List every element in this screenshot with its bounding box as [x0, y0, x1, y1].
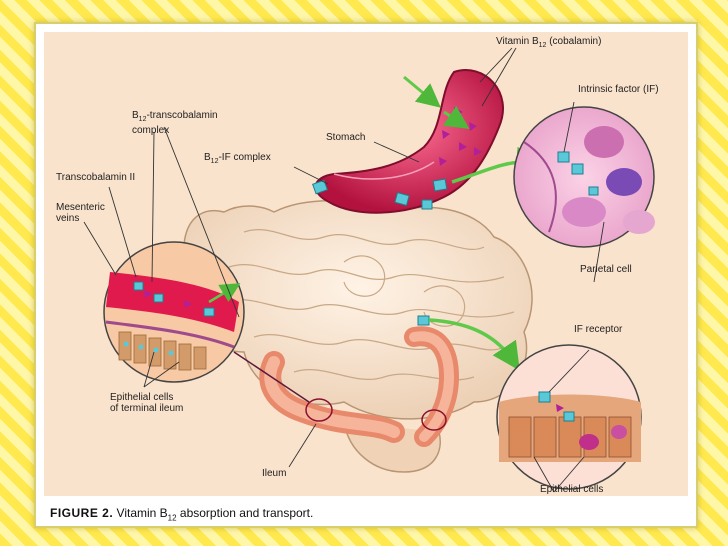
mesenteric-magnified: [103, 241, 310, 403]
label-transcobalamin-ii: Transcobalamin II: [56, 172, 136, 183]
ileum-tube: [259, 326, 460, 447]
label-stomach: Stomach: [326, 132, 366, 143]
caption-subscript: 12: [167, 513, 177, 523]
caption-figure-label: FIGURE 2.: [50, 506, 114, 520]
b12-if-complexes: [312, 178, 448, 326]
caption-text-before: Vitamin B: [116, 506, 168, 520]
figure-caption: FIGURE 2. Vitamin B12 absorption and tra…: [50, 506, 313, 522]
label-ileum: Ileum: [262, 468, 287, 479]
label-intrinsic-factor: Intrinsic factor (IF): [578, 84, 659, 95]
figure-panel: Vitamin B12 (cobalamin) Intrinsic factor…: [44, 32, 688, 496]
if-receptor-magnified: [496, 344, 642, 490]
transport-arrows: [403, 75, 545, 371]
label-b12-if-complex: B12-IF complex: [204, 152, 271, 165]
slide: Vitamin B12 (cobalamin) Intrinsic factor…: [34, 22, 698, 528]
label-epithelial-cells: Epithelial cells: [540, 484, 604, 495]
anatomy-illustration: [83, 47, 655, 493]
caption-text-after: absorption and transport.: [176, 506, 314, 520]
label-if-receptor: IF receptor: [574, 324, 623, 335]
label-parietal-cell: Parietal cell: [580, 264, 632, 275]
label-vitamin-b12: Vitamin B12 (cobalamin): [496, 36, 602, 49]
parietal-cells-magnified: [513, 106, 655, 248]
leader-lines: [83, 47, 605, 493]
